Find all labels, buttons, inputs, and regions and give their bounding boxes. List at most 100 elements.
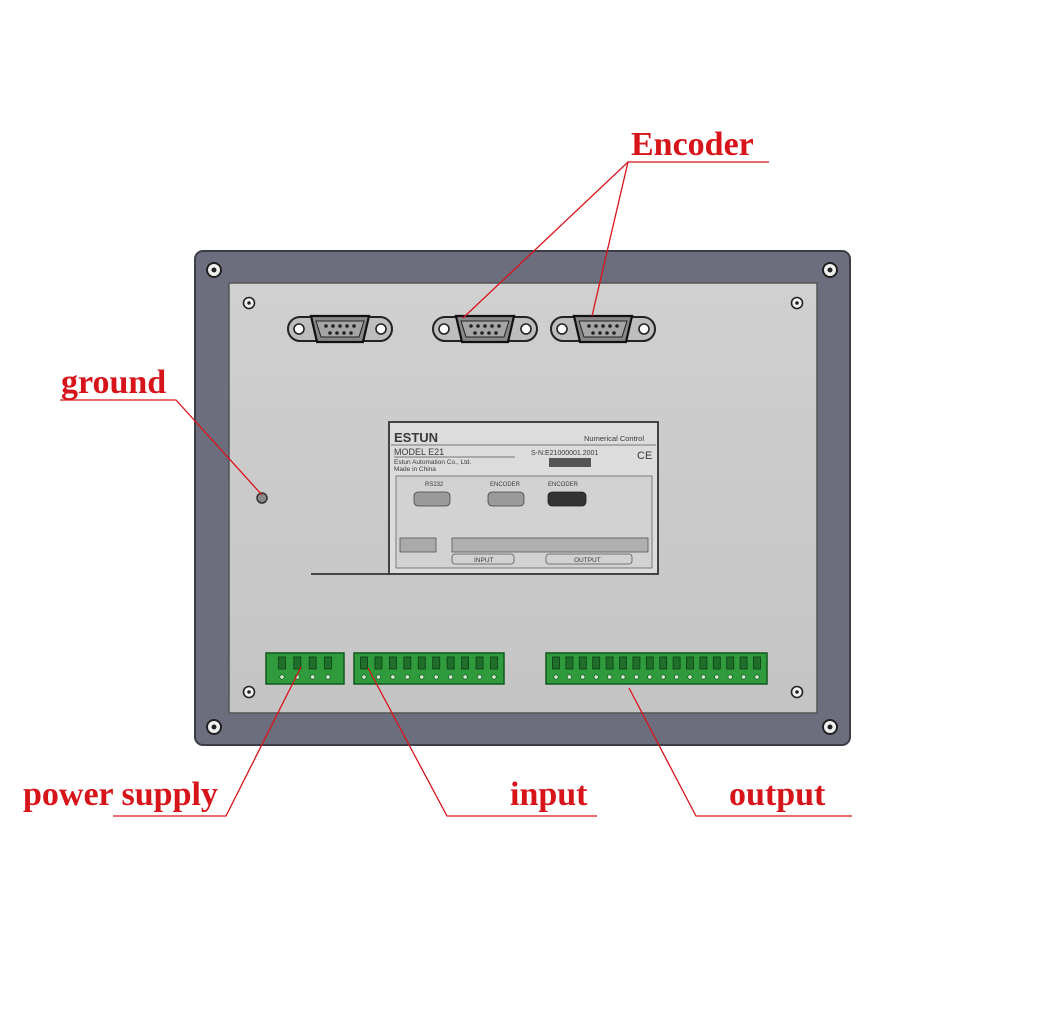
terminal-screw <box>419 674 425 680</box>
terminal-screw <box>633 674 639 680</box>
terminal-pin <box>592 656 601 670</box>
nameplate-port-rs232: RS232 <box>425 482 444 488</box>
panel-screw <box>242 685 256 699</box>
output-label: output <box>729 776 826 813</box>
terminal-pin <box>432 656 441 670</box>
terminal-screw <box>593 674 599 680</box>
input-label: input <box>510 776 588 813</box>
terminal-block-power <box>265 652 345 685</box>
nameplate-section-input: INPUT <box>474 557 494 564</box>
terminal-screw <box>580 674 586 680</box>
terminal-screw <box>660 674 666 680</box>
power-supply-label: power supply <box>23 776 218 813</box>
terminal-screw <box>620 674 626 680</box>
nameplate-port-encoder-1: ENCODER <box>490 482 521 488</box>
nameplate-maker: Estun Automation Co., Ltd. <box>394 459 472 466</box>
terminal-screw <box>754 674 760 680</box>
terminal-pin <box>578 656 587 670</box>
leader-lines <box>60 161 852 817</box>
housing-screw <box>206 262 222 278</box>
housing-screw <box>822 262 838 278</box>
terminal-screw <box>448 674 454 680</box>
nameplate-category: Numerical Control <box>584 434 644 443</box>
terminal-block-output <box>545 652 768 685</box>
nameplate-power-terminal <box>399 537 437 553</box>
terminal-screw <box>553 674 559 680</box>
nameplate-model: MODEL E21 <box>394 447 444 457</box>
nameplate-serial: S-N:E21000001.2001 <box>531 450 598 457</box>
terminal-pin <box>388 656 397 670</box>
terminal-pin <box>712 656 721 670</box>
nameplate-origin: Made in China <box>394 466 436 473</box>
nameplate: ESTUN Numerical Control MODEL E21 S-N:E2… <box>388 421 659 575</box>
ground-leader <box>60 399 263 496</box>
terminal-pin <box>565 656 574 670</box>
panel-screw <box>242 296 256 310</box>
terminal-pin <box>475 656 484 670</box>
terminal-screw <box>279 674 285 680</box>
db9-port-encoder-2 <box>549 314 657 344</box>
terminal-screw <box>714 674 720 680</box>
terminal-screw <box>462 674 468 680</box>
terminal-pin <box>461 656 470 670</box>
terminal-screw <box>727 674 733 680</box>
terminal-pin <box>726 656 735 670</box>
terminal-pin <box>672 656 681 670</box>
terminal-pin <box>686 656 694 670</box>
terminal-pin <box>374 656 383 670</box>
terminal-pin <box>490 656 498 670</box>
housing-screw <box>206 719 222 735</box>
terminal-pin <box>552 656 560 670</box>
nameplate-terminal-strip <box>451 537 649 553</box>
power-supply-leader <box>113 666 302 817</box>
terminal-screw <box>325 674 331 680</box>
terminal-pin <box>324 656 332 670</box>
terminal-pin <box>659 656 668 670</box>
terminal-screw <box>674 674 680 680</box>
housing-screw <box>822 719 838 735</box>
nameplate-ce-mark: CE <box>637 450 652 462</box>
terminal-screw <box>390 674 396 680</box>
terminal-pin <box>739 656 748 670</box>
ground-label: ground <box>61 364 167 401</box>
terminal-block-input <box>353 652 505 685</box>
terminal-screw <box>647 674 653 680</box>
terminal-pin <box>605 656 614 670</box>
encoder-label: Encoder <box>631 126 754 163</box>
terminal-screw <box>477 674 483 680</box>
terminal-pin <box>645 656 654 670</box>
terminal-pin <box>446 656 455 670</box>
nameplate-brand: ESTUN <box>394 430 438 445</box>
terminal-screw <box>361 674 367 680</box>
ground-stud <box>256 492 268 504</box>
db9-port-encoder-1 <box>431 314 539 344</box>
panel-screw <box>790 296 804 310</box>
nameplate-section-output: OUTPUT <box>574 557 601 564</box>
terminal-screw <box>687 674 693 680</box>
terminal-pin <box>632 656 641 670</box>
input-leader <box>367 667 597 817</box>
terminal-screw <box>741 674 747 680</box>
terminal-screw <box>491 674 497 680</box>
terminal-screw <box>375 674 381 680</box>
terminal-pin <box>293 656 302 670</box>
terminal-pin <box>403 656 412 670</box>
nameplate-barcode <box>549 458 591 467</box>
panel-screw <box>790 685 804 699</box>
terminal-screw <box>700 674 706 680</box>
db9-port-rs232 <box>286 314 394 344</box>
terminal-pin <box>619 656 627 670</box>
encoder-leader-2 <box>591 161 629 317</box>
terminal-pin <box>278 656 286 670</box>
terminal-pin <box>417 656 426 670</box>
terminal-screw <box>404 674 410 680</box>
terminal-screw <box>310 674 316 680</box>
terminal-pin <box>699 656 708 670</box>
terminal-screw <box>566 674 572 680</box>
terminal-screw <box>607 674 613 680</box>
terminal-screw <box>433 674 439 680</box>
terminal-pin <box>360 656 368 670</box>
terminal-pin <box>308 656 317 670</box>
